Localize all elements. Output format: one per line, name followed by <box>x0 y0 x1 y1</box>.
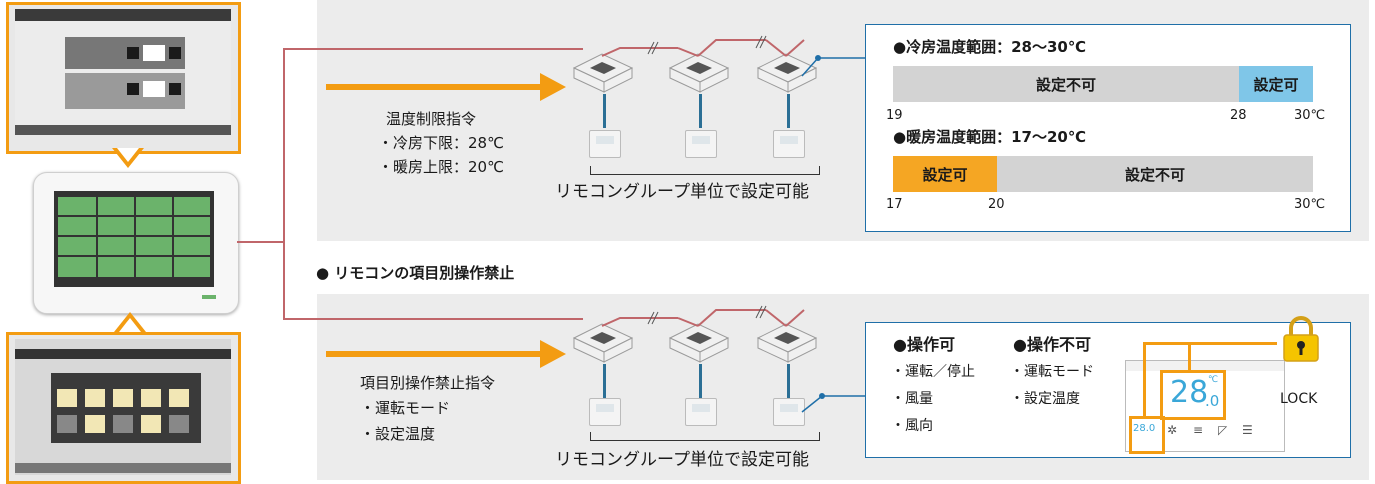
upper-remote-3 <box>773 130 805 158</box>
allowed-item-3: ・風向 <box>891 418 933 434</box>
cooling-title: ●冷房温度範囲：28〜30℃ <box>893 38 1087 56</box>
upper-command-item-1: ・冷房下限：28℃ <box>378 134 504 152</box>
upper-screen-thumbnail <box>6 2 241 154</box>
lower-group-bracket <box>590 432 820 441</box>
cooling-enabled-bar: 設定可 <box>1239 66 1313 102</box>
lower-remote-3 <box>773 398 805 426</box>
cooling-tick-mid: 28 <box>1230 108 1247 123</box>
allowed-title: ●操作可 <box>893 335 955 354</box>
upper-remote-1 <box>589 130 621 158</box>
louver-icon: ◸ <box>1218 423 1228 437</box>
upper-command-arrow <box>326 84 542 90</box>
lower-command-item-2: ・設定温度 <box>360 425 436 443</box>
upper-command-title: 温度制限指令 <box>386 110 477 128</box>
lock-label: LOCK <box>1280 391 1318 407</box>
small-temp-highlight-frame <box>1129 416 1165 454</box>
heating-tick-start: 17 <box>886 197 903 212</box>
forbidden-item-2: ・設定温度 <box>1010 391 1080 407</box>
temperature-range-card <box>865 24 1351 232</box>
heating-enabled-bar: 設定可 <box>893 156 997 192</box>
cooling-disabled-bar: 設定不可 <box>893 66 1239 102</box>
lower-pipe-1 <box>603 364 606 398</box>
upper-command-item-2: ・暖房上限：20℃ <box>378 158 504 176</box>
menu-icon: ☰ <box>1242 423 1253 437</box>
lower-leader <box>801 393 866 413</box>
cooling-tick-start: 19 <box>886 108 903 123</box>
lower-group-caption: リモコングループ単位で設定可能 <box>555 450 809 470</box>
section-heading: ● リモコンの項目別操作禁止 <box>316 264 515 282</box>
lower-indoor-units <box>572 305 818 363</box>
lower-remote-2 <box>685 398 717 426</box>
heating-disabled-bar: 設定不可 <box>997 156 1313 192</box>
upper-pipe-1 <box>603 94 606 128</box>
lower-command-title: 項目別操作禁止指令 <box>360 374 496 392</box>
central-controller-device <box>33 172 239 314</box>
fan-icon: ✲ <box>1167 423 1178 437</box>
display-temperature-decimal: .0 <box>1205 392 1220 410</box>
lower-command-arrow <box>326 351 542 357</box>
allowed-item-2: ・風量 <box>891 391 933 407</box>
controller-connector <box>237 241 284 243</box>
upper-remote-2 <box>685 130 717 158</box>
forbidden-title: ●操作不可 <box>1013 335 1091 354</box>
display-small-temp: 28.0 <box>1133 423 1156 434</box>
forbidden-item-1: ・運転モード <box>1010 364 1094 380</box>
heating-title: ●暖房温度範囲：17〜20℃ <box>893 128 1087 146</box>
allowed-item-1: ・運転／停止 <box>891 364 975 380</box>
upper-indoor-units <box>572 35 818 93</box>
cooling-tick-end: 30℃ <box>1294 108 1326 123</box>
upper-group-caption: リモコングループ単位で設定可能 <box>555 182 809 202</box>
heating-tick-end: 30℃ <box>1294 197 1326 212</box>
temperature-highlight-frame <box>1160 370 1226 420</box>
upper-leader <box>801 55 866 77</box>
airflow-icon: ≡ <box>1193 423 1204 437</box>
lower-command-item-1: ・運転モード <box>360 399 451 417</box>
remote-display-screen <box>1125 360 1285 452</box>
lower-remote-1 <box>589 398 621 426</box>
heating-tick-mid: 20 <box>988 197 1005 212</box>
display-temperature: 28 <box>1170 375 1209 410</box>
upper-group-bracket <box>590 166 820 175</box>
lower-screen-thumbnail <box>6 332 241 484</box>
lock-icon <box>1283 316 1319 362</box>
display-unit: ℃ <box>1208 375 1219 385</box>
